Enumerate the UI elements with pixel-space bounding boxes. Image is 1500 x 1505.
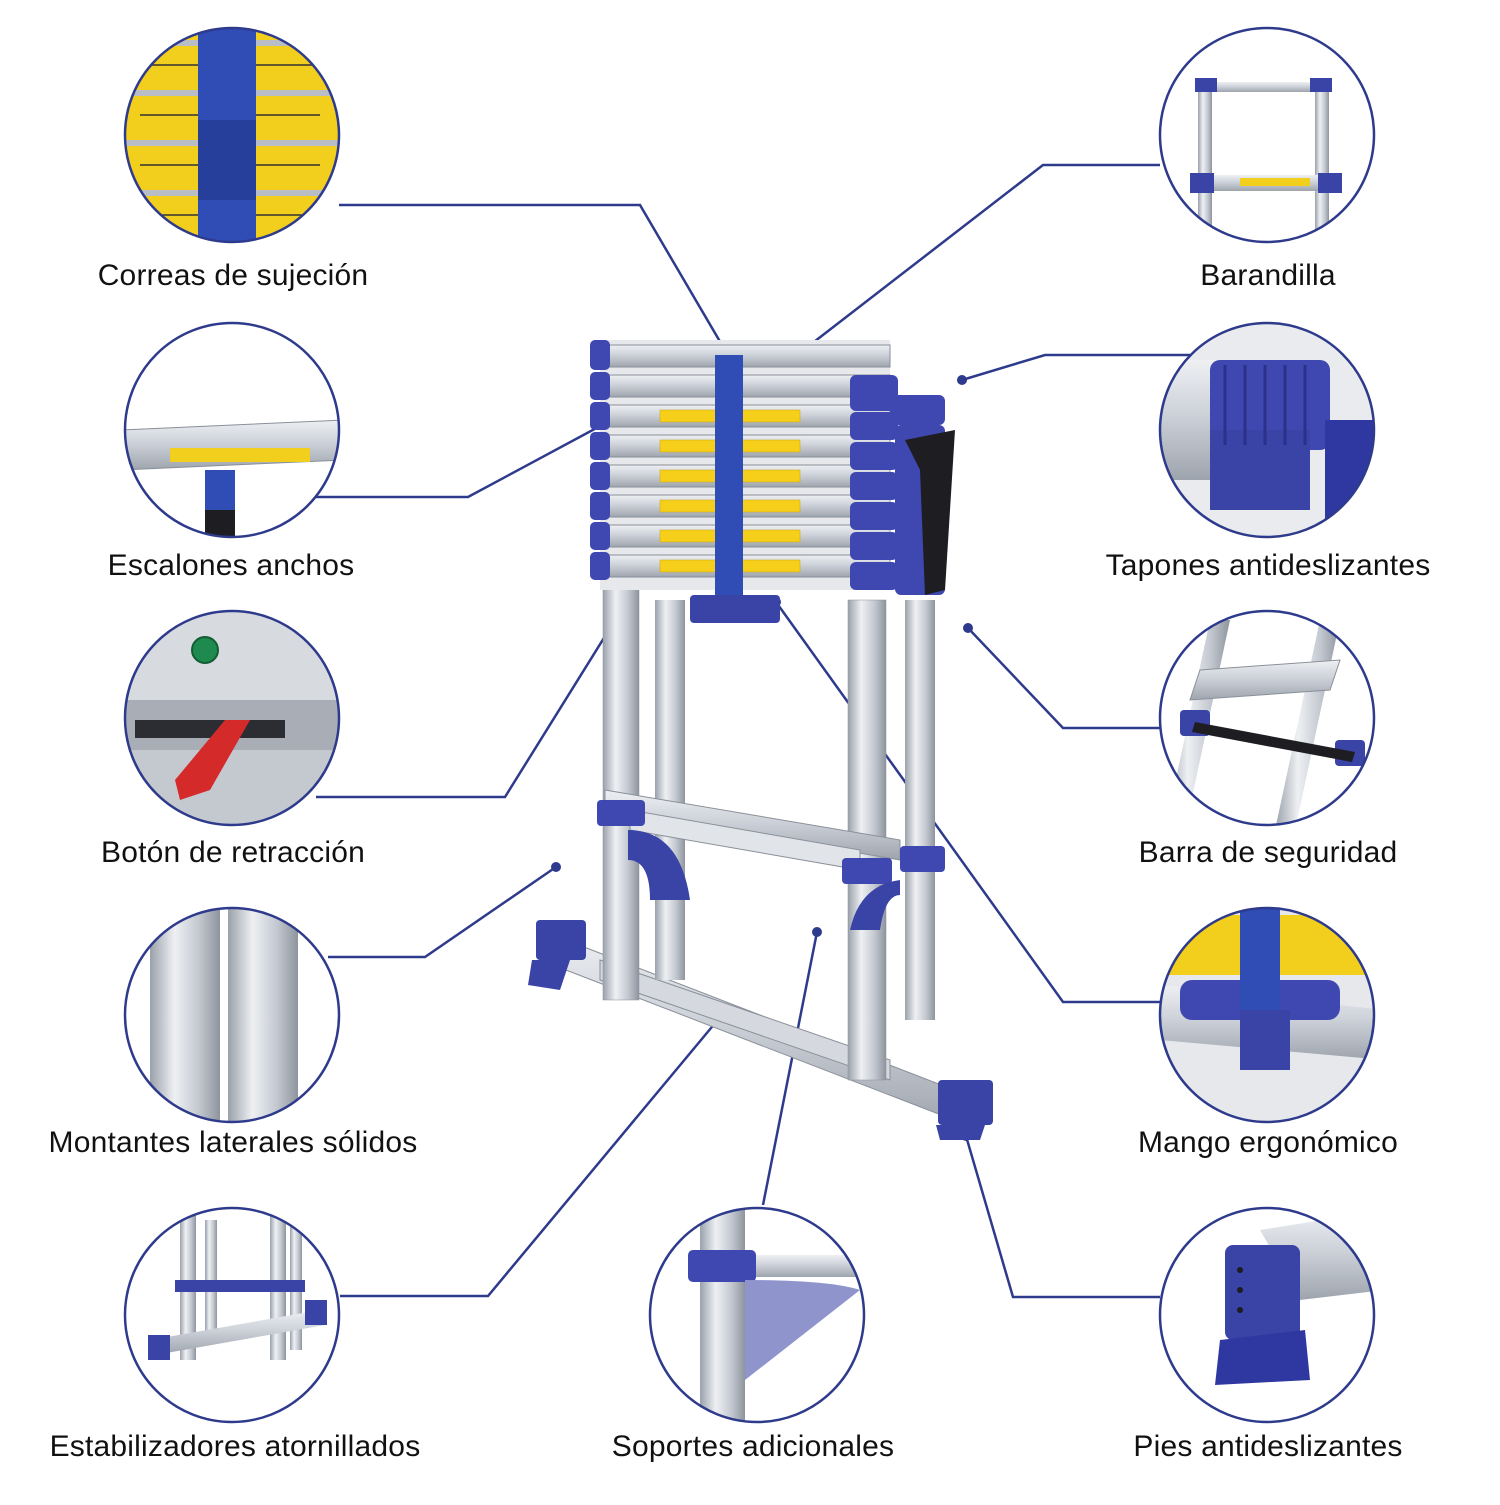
label-mango-ergonomico: Mango ergonómico <box>1137 1126 1399 1159</box>
label-escalones-anchos: Escalones anchos <box>107 549 355 582</box>
stacked-steps <box>590 340 955 623</box>
extra-support-closeup-icon <box>650 1208 864 1422</box>
label-soportes-adicionales: Soportes adicionales <box>611 1430 895 1463</box>
strap-closeup-icon <box>125 28 339 242</box>
wide-step-closeup-icon <box>125 323 339 537</box>
connector-lines <box>316 163 1190 1299</box>
antislip-foot-closeup-icon <box>1160 1208 1374 1422</box>
side-rails-closeup-icon <box>125 908 339 1122</box>
handrail-closeup-icon <box>1160 28 1374 242</box>
label-tapones-antideslizantes: Tapones antideslizantes <box>1105 549 1431 582</box>
telescopic-ladder-illustration <box>528 340 993 1140</box>
label-montantes-laterales-solidos: Montantes laterales sólidos <box>48 1126 418 1159</box>
label-boton-de-retraccion: Botón de retracción <box>101 836 365 869</box>
label-barandilla: Barandilla <box>1200 259 1336 292</box>
label-pies-antideslizantes: Pies antideslizantes <box>1133 1430 1403 1463</box>
label-barra-de-seguridad: Barra de seguridad <box>1138 836 1398 869</box>
stabilizer-closeup-icon <box>125 1208 339 1422</box>
ergonomic-handle-closeup-icon <box>1160 908 1374 1122</box>
label-correas-de-sujecion: Correas de sujeción <box>97 259 369 292</box>
retraction-button-closeup-icon <box>125 611 339 825</box>
label-estabilizadores-atornillados: Estabilizadores atornillados <box>49 1430 421 1463</box>
safety-bar-closeup-icon <box>1160 611 1374 825</box>
